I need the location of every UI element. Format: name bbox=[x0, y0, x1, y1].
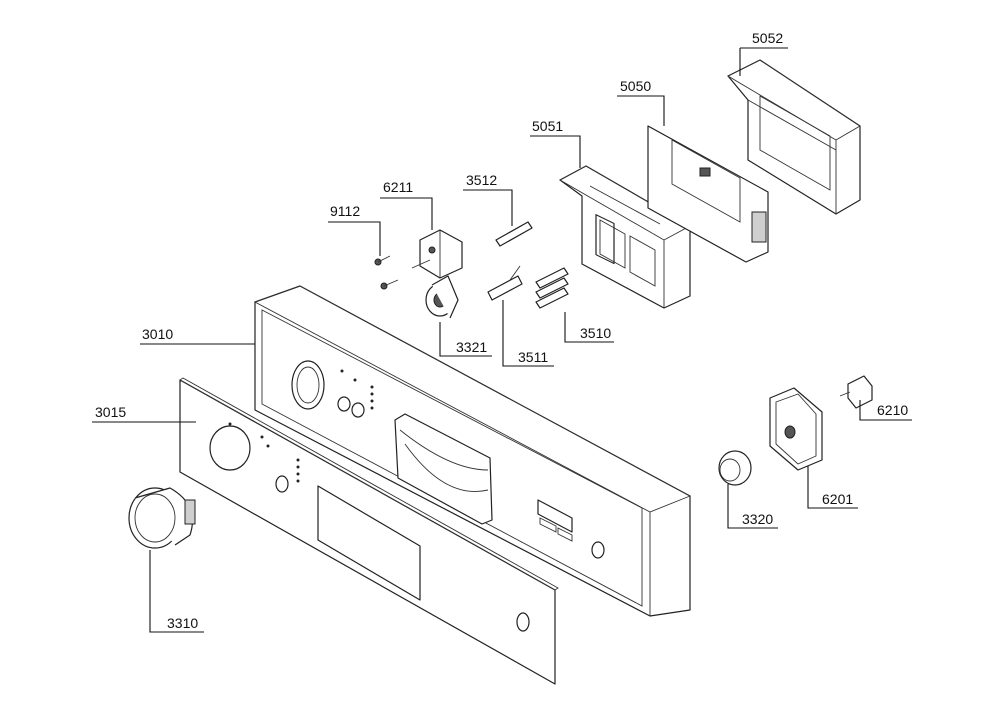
label-6201: 6201 bbox=[807, 466, 858, 509]
part-3320-button bbox=[718, 450, 752, 486]
label-3015-text: 3015 bbox=[95, 404, 126, 420]
label-3310: 3310 bbox=[149, 550, 204, 633]
label-3512-text: 3512 bbox=[466, 172, 497, 188]
part-6201-housing bbox=[769, 387, 823, 471]
label-3015: 3015 bbox=[92, 404, 196, 423]
part-5052-cover bbox=[727, 59, 861, 215]
part-5050-pcb bbox=[647, 125, 769, 263]
part-3321-knob-insert bbox=[425, 275, 459, 319]
label-3510-text: 3510 bbox=[580, 325, 611, 341]
label-6210: 6210 bbox=[859, 400, 912, 421]
label-3320-text: 3320 bbox=[742, 511, 773, 527]
label-3310-text: 3310 bbox=[167, 615, 198, 631]
label-5051: 5051 bbox=[530, 118, 581, 168]
label-3321: 3321 bbox=[439, 322, 492, 357]
part-3511-connector bbox=[487, 265, 523, 301]
label-3512: 3512 bbox=[463, 172, 513, 226]
label-9112-text: 9112 bbox=[330, 203, 360, 219]
label-6211-text: 6211 bbox=[383, 179, 413, 195]
label-3010: 3010 bbox=[140, 326, 255, 345]
label-5052-text: 5052 bbox=[752, 30, 783, 46]
label-3511: 3511 bbox=[502, 300, 554, 367]
part-3310-knob bbox=[128, 487, 196, 549]
label-3511-text: 3511 bbox=[518, 349, 548, 365]
label-5050: 5050 bbox=[617, 78, 665, 126]
label-9112: 9112 bbox=[328, 203, 381, 256]
label-3321-text: 3321 bbox=[456, 339, 487, 355]
label-6201-text: 6201 bbox=[822, 491, 853, 507]
part-3010-control-panel bbox=[253, 285, 692, 617]
label-5052: 5052 bbox=[739, 30, 788, 76]
part-6211-switch bbox=[411, 229, 463, 279]
part-3015-front-panel bbox=[179, 377, 559, 685]
part-3510-buttons bbox=[535, 267, 569, 309]
label-6211: 6211 bbox=[380, 179, 433, 230]
part-9112-screws bbox=[374, 255, 399, 290]
label-3010-text: 3010 bbox=[142, 326, 173, 342]
label-6210-text: 6210 bbox=[877, 402, 908, 418]
label-5051-text: 5051 bbox=[532, 118, 563, 134]
part-3512-light-guide bbox=[495, 221, 533, 247]
part-6210-microswitch bbox=[839, 375, 873, 409]
label-5050-text: 5050 bbox=[620, 78, 651, 94]
label-3510: 3510 bbox=[564, 312, 614, 343]
label-3320: 3320 bbox=[727, 484, 778, 529]
